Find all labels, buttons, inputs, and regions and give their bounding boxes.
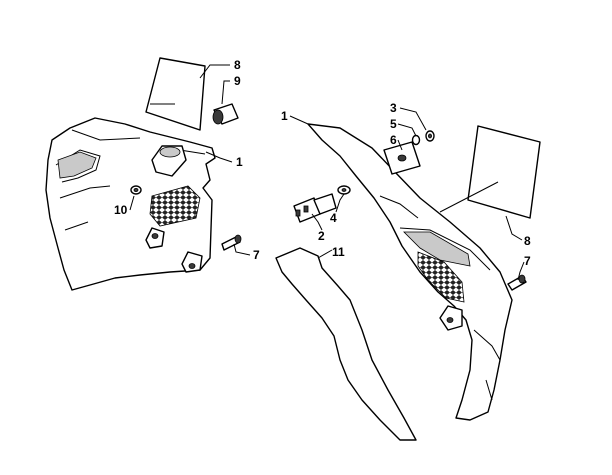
callout-6-right: 6 [390,133,397,147]
left-mount-boss [151,145,187,177]
left-deflector-panel [145,57,206,131]
lamp-socket [293,193,337,223]
callout-8-right: 8 [524,234,531,248]
left-screw [221,234,242,251]
left-lower-boss-a [145,227,165,249]
right-screw [507,274,527,291]
leader-lines [129,64,525,281]
callout-11-right: 11 [332,245,345,259]
right-mount-boss [439,305,463,331]
right-vent-grille [417,251,465,303]
right-side-cowl [307,123,513,421]
callout-4-right: 4 [330,211,337,225]
callout-8-left: 8 [234,58,241,72]
right-grommet [337,185,351,195]
left-grommet [130,185,142,195]
callout-2-right: 2 [318,229,325,243]
callout-7-left: 7 [253,248,260,262]
callout-10-left: 10 [114,203,128,217]
left-lower-boss-b [181,251,203,273]
callout-3-right: 3 [390,101,397,115]
right-washer [411,134,421,146]
left-rubber-bumper [212,103,239,125]
right-nut [425,130,435,142]
left-vent-grille [149,185,201,227]
callout-9-left: 9 [234,74,241,88]
right-lower-panel [275,247,417,441]
callout-1-right: 1 [281,109,288,123]
callout-5-right: 5 [390,117,397,131]
callout-7-right: 7 [524,254,531,268]
callout-1-left: 1 [236,155,243,169]
right-gasket [383,141,421,175]
right-deflector-panel [467,125,541,219]
